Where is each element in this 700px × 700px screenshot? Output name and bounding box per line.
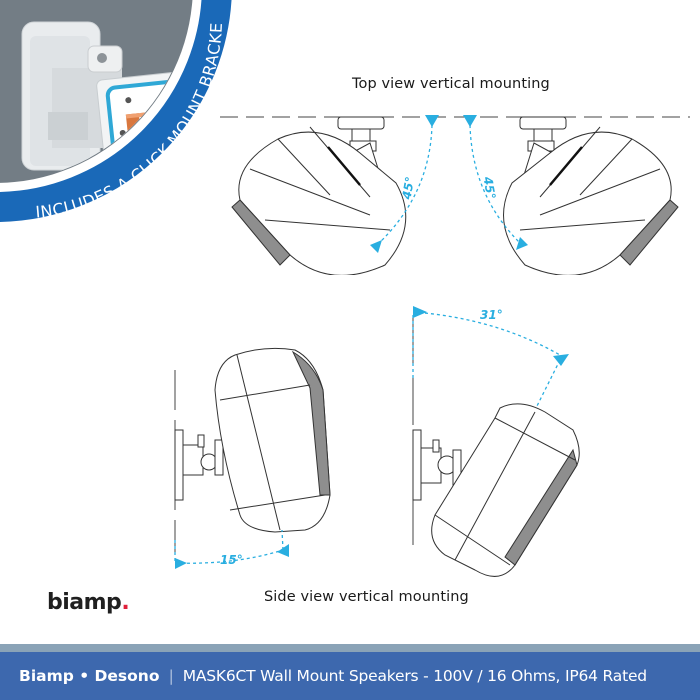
side-view-right-diagram: [412, 306, 580, 577]
banner-separator: |: [168, 667, 174, 685]
left-top-speaker-icon: [231, 116, 407, 275]
side-left-angle-label: 15°: [220, 553, 243, 567]
side-right-speaker-icon: [412, 403, 580, 577]
right-top-speaker-icon: [503, 116, 679, 275]
banner-description: MASK6CT Wall Mount Speakers - 100V / 16 …: [182, 667, 647, 685]
top-view-diagram: [220, 115, 690, 275]
biamp-logo: biamp.: [47, 590, 130, 615]
side-left-speaker-icon: [174, 347, 331, 533]
side-view-caption: Side view vertical mounting: [264, 589, 469, 605]
product-banner: Biamp • Desono | MASK6CT Wall Mount Spea…: [0, 652, 700, 700]
side-view-left-diagram: [174, 347, 331, 569]
banner-stripe: [0, 644, 700, 652]
side-right-angle-label: 31°: [480, 308, 503, 322]
top-view-caption: Top view vertical mounting: [352, 76, 550, 92]
banner-brand: Biamp • Desono: [19, 667, 160, 685]
